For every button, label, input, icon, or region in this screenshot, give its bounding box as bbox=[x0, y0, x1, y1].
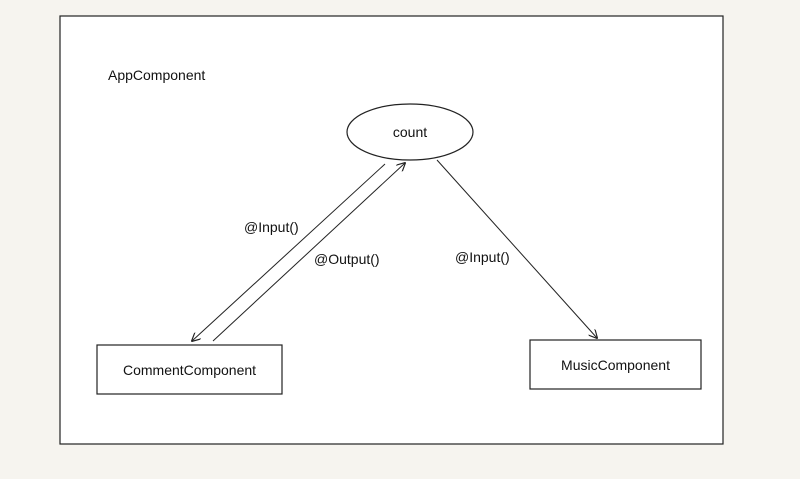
comment-component-label: CommentComponent bbox=[123, 362, 256, 378]
comment-component-box bbox=[96, 344, 283, 395]
input-edge-label-comment: @Input() bbox=[244, 219, 299, 235]
music-component-label: MusicComponent bbox=[561, 357, 670, 373]
output-edge-label: @Output() bbox=[314, 251, 380, 267]
input-edge-to-music bbox=[436, 159, 597, 338]
input-edge-to-comment bbox=[192, 163, 386, 341]
app-component-label: AppComponent bbox=[108, 67, 205, 83]
count-node bbox=[346, 103, 474, 161]
input-edge-label-music: @Input() bbox=[455, 249, 510, 265]
output-edge-to-count bbox=[212, 163, 405, 342]
count-label: count bbox=[393, 124, 427, 140]
music-component-box bbox=[529, 339, 702, 390]
